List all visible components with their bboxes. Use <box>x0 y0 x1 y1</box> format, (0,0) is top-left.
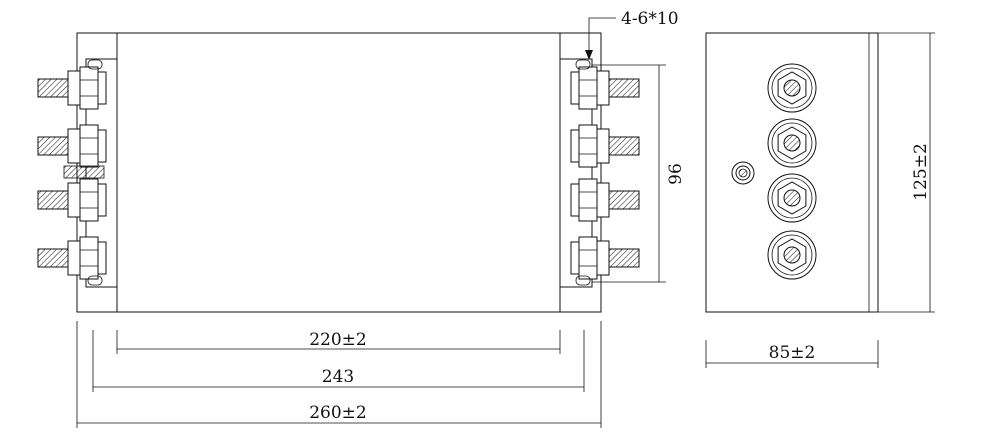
pitch-dimension: 96 <box>592 64 686 283</box>
mounting-plate <box>76 32 602 313</box>
width-label: 85±2 <box>769 343 816 363</box>
left-terminal <box>37 66 107 110</box>
ground-stud <box>731 161 755 185</box>
terminal-stud-end-view <box>767 118 817 168</box>
mount-length-label: 243 <box>322 367 354 387</box>
right-terminals <box>570 59 640 286</box>
terminal-stud-end-view <box>767 173 817 223</box>
terminal-stud-end-view <box>767 230 817 280</box>
mount-slot <box>87 275 103 286</box>
hole-spec-label: 4-6*10 <box>621 9 679 29</box>
left-terminal <box>37 178 107 222</box>
front-view: 4-6*10 96 220±2 243 260±2 <box>37 9 686 428</box>
hole-leader <box>588 17 616 55</box>
hole-leader-arrowhead <box>585 50 593 60</box>
right-flange <box>559 58 593 288</box>
left-terminals <box>37 59 107 286</box>
length-dimensions: 220±2 243 260±2 <box>76 321 602 428</box>
right-terminal <box>570 124 640 168</box>
terminal-stud-end-view <box>767 63 817 113</box>
end-terminals <box>767 63 817 280</box>
side-view: 125±2 85±2 <box>705 32 935 368</box>
overall-length-label: 260±2 <box>309 403 367 423</box>
side-outline <box>705 32 879 313</box>
height-dimension: 125±2 <box>878 32 935 313</box>
mount-slot <box>87 59 103 70</box>
height-label: 125±2 <box>911 143 931 201</box>
mount-slot <box>575 59 591 70</box>
mount-slot <box>575 275 591 286</box>
pitch-label: 96 <box>666 163 686 185</box>
left-terminal <box>37 124 107 168</box>
ground-bolt <box>63 165 105 179</box>
filter-body <box>116 32 561 313</box>
right-terminal <box>570 66 640 110</box>
left-terminal <box>37 236 107 280</box>
right-terminal <box>570 236 640 280</box>
right-terminal <box>570 178 640 222</box>
body-length-label: 220±2 <box>309 330 367 350</box>
width-dimension: 85±2 <box>705 340 879 368</box>
